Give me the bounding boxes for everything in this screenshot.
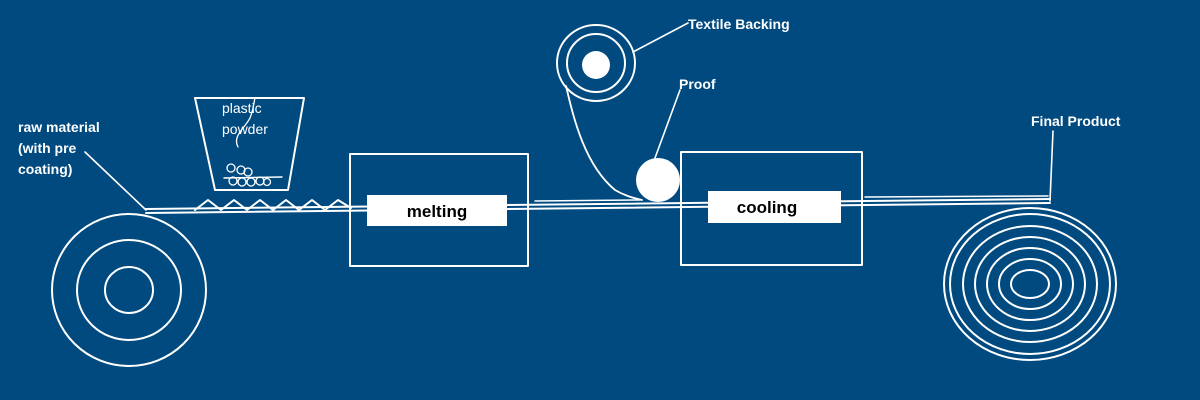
cooling-unit xyxy=(680,151,863,266)
raw-material-label-line2: (with pre xyxy=(18,140,77,156)
raw-material-label-line1: raw material xyxy=(18,119,100,135)
textile-backing-roll xyxy=(556,24,643,201)
powder-hopper xyxy=(194,97,305,191)
cooling-label: cooling xyxy=(737,198,797,217)
sheet-line xyxy=(145,195,1051,214)
melting-label-box xyxy=(367,195,507,226)
proof-label: Proof xyxy=(679,76,716,92)
plastic-powder-label-line1: plastic xyxy=(222,100,262,116)
raw-material-roll xyxy=(51,213,207,367)
raw-material-leader xyxy=(84,151,147,211)
raw-material-label-line3: coating) xyxy=(18,161,72,177)
plastic-powder-label-line2: powder xyxy=(222,121,268,137)
final-product-roll xyxy=(943,207,1117,361)
final-product-label: Final Product xyxy=(1031,113,1121,129)
textile-backing-label: Textile Backing xyxy=(688,16,790,32)
textile-backing-leader xyxy=(632,22,689,53)
melting-label: melting xyxy=(407,202,467,221)
textile-roll-core xyxy=(582,51,610,79)
melting-oven xyxy=(349,153,529,267)
proof-leader xyxy=(654,89,681,159)
powder-layer xyxy=(194,199,352,211)
proof-roller xyxy=(636,158,680,202)
cooling-label-box xyxy=(708,191,841,223)
final-product-leader xyxy=(1049,130,1054,202)
